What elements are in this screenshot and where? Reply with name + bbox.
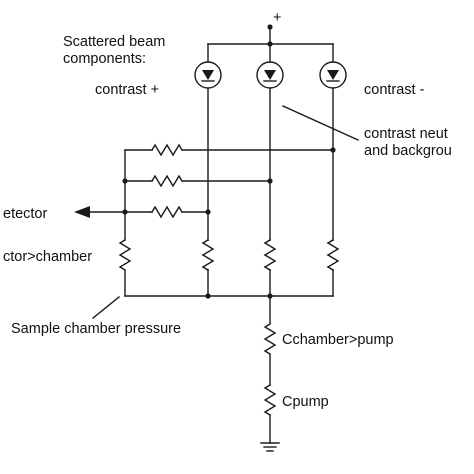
resistor-detector-chamber [118,239,132,297]
branch-resistor-middle [122,174,273,188]
supply-terminal: + [267,10,281,47]
scattered-beam-label-line2: components: [63,51,146,67]
detector-arrow [74,206,126,218]
resistor-pump [263,384,277,444]
chamber-pump-label: Cchamber>pump [282,332,394,348]
branch-resistor-top [124,143,336,157]
plus-sign: + [273,10,281,26]
contrast-minus-label: contrast - [364,82,425,98]
scattered-beam-label-line1: Scattered beam [63,34,165,50]
contrast-neutral-label-line2: and backgrou [364,143,452,159]
sample-chamber-pressure-label: Sample chamber pressure [11,321,181,337]
ground-icon [260,442,280,452]
branch-resistor-bottom [122,205,211,219]
detector-chamber-label: ctor>chamber [3,249,92,265]
contrast-plus-label: contrast + [95,82,159,98]
leader-contrast-neutral [282,105,359,141]
contrast-neutral-label-line1: contrast neut [364,126,448,142]
resistor-chamber-pump [263,295,277,386]
detector-label: etector [3,206,47,222]
leader-sample-chamber [92,296,120,319]
pump-label: Cpump [282,394,329,410]
